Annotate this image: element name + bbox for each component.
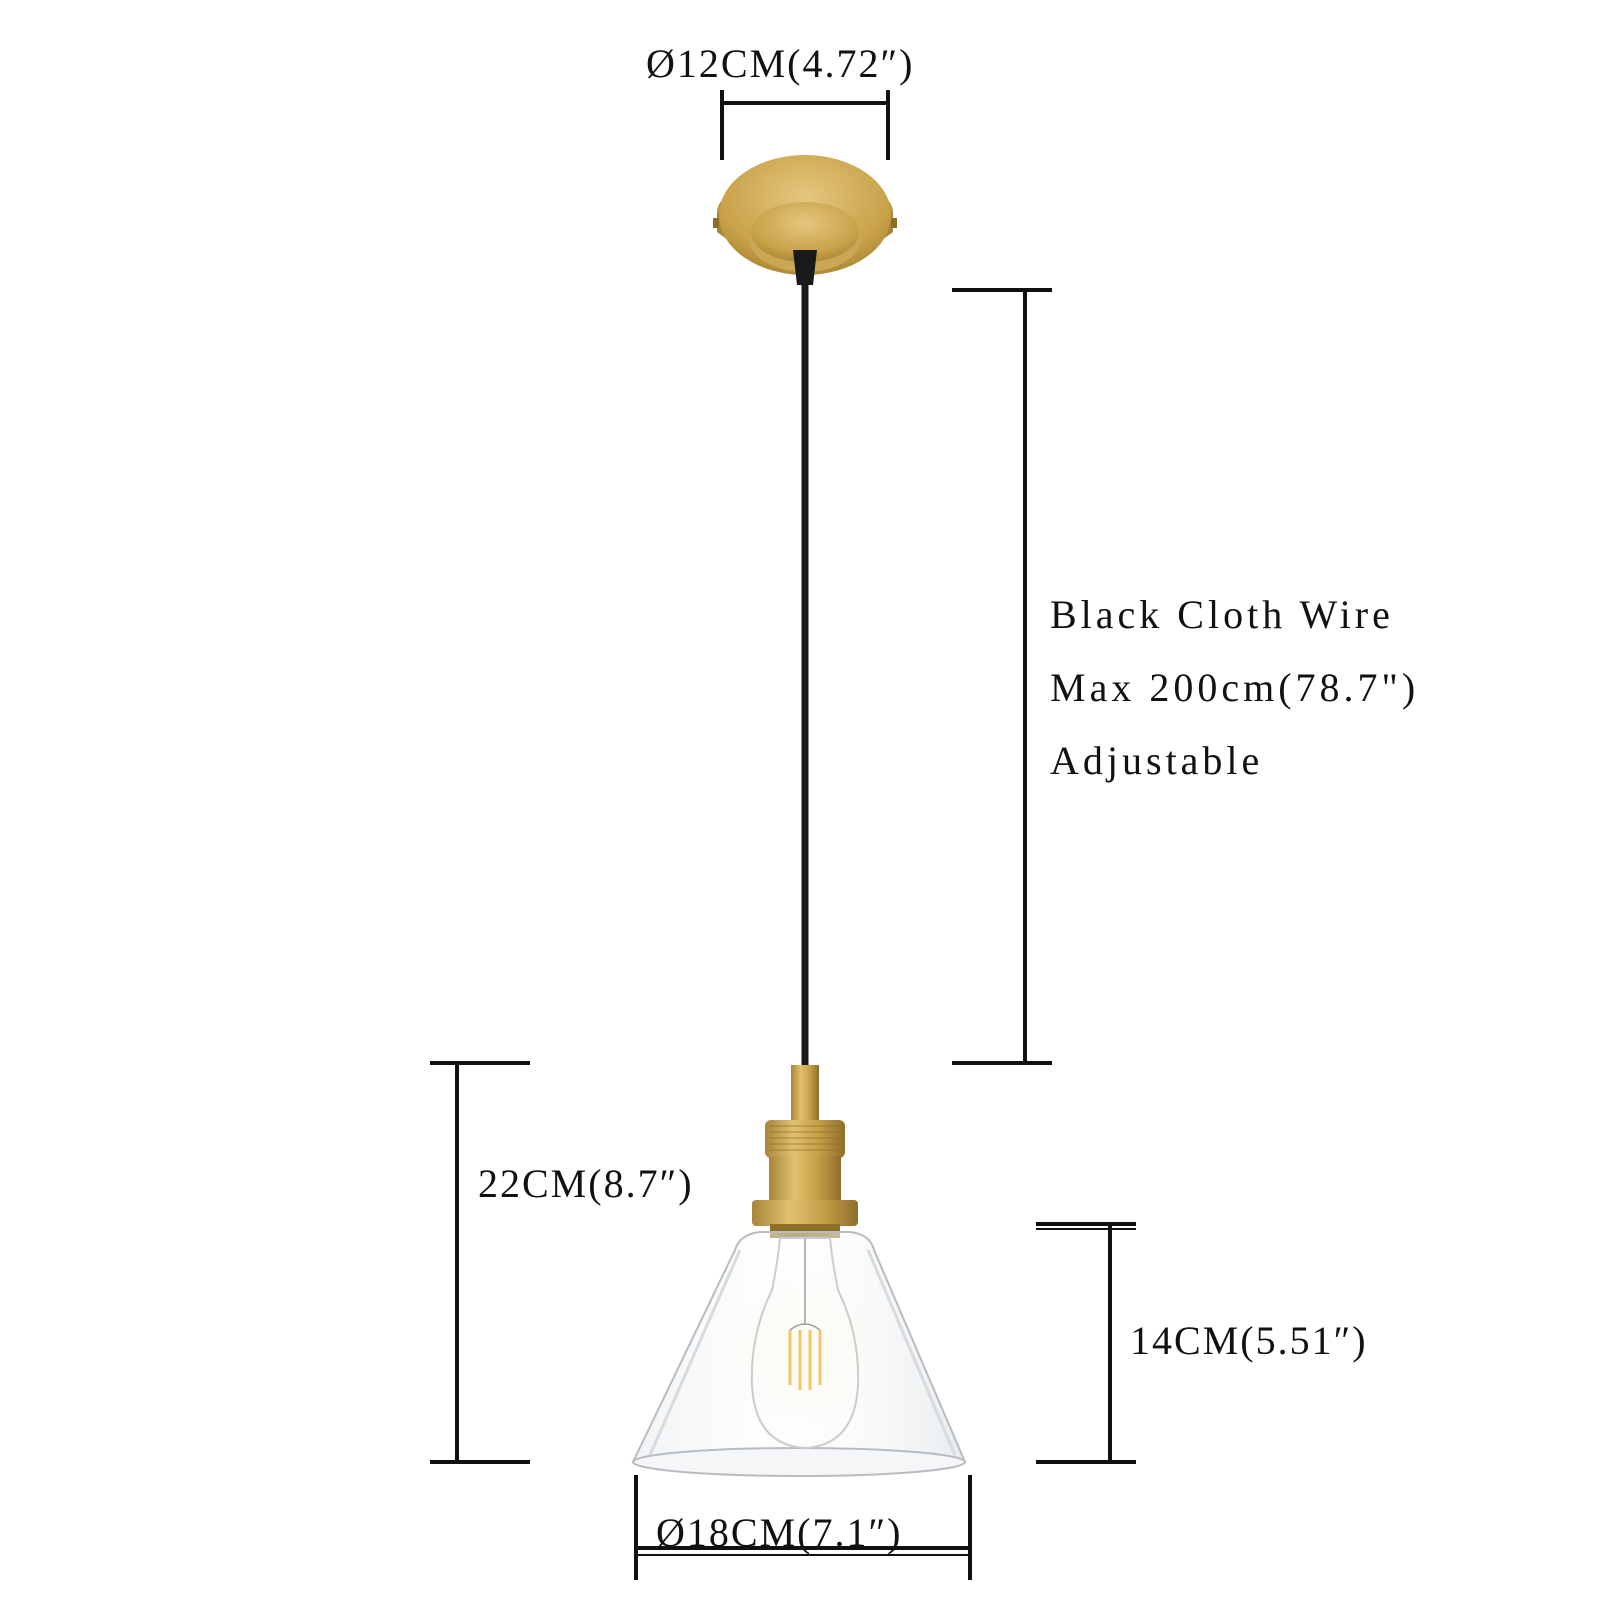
canopy-dimension-line [720, 90, 890, 160]
canopy-diameter-label: Ø12CM(4.72″) [646, 41, 915, 86]
ceiling-canopy [713, 155, 897, 275]
edison-bulb [735, 1237, 875, 1450]
cord-grip [793, 250, 817, 285]
wire-note-line-1: Black Cloth Wire [1050, 592, 1394, 637]
canopy-screw-icon [713, 218, 719, 228]
shade-height-dimension-line [1036, 1222, 1136, 1464]
shade-height-label: 14CM(5.51″) [1130, 1318, 1368, 1363]
shade-diameter-dimension-line [634, 1475, 972, 1580]
wire-note-line-2: Max 200cm(78.7") [1050, 665, 1420, 710]
wire-note-line-3: Adjustable [1050, 738, 1264, 783]
canopy-screw-icon [891, 218, 897, 228]
total-height-dimension-line [430, 1061, 530, 1464]
wire-length-dimension-line [952, 288, 1052, 1065]
total-height-label: 22CM(8.7″) [478, 1161, 694, 1206]
shade-diameter-label: Ø18CM(7.1″) [656, 1510, 903, 1555]
brass-socket [752, 1065, 858, 1238]
